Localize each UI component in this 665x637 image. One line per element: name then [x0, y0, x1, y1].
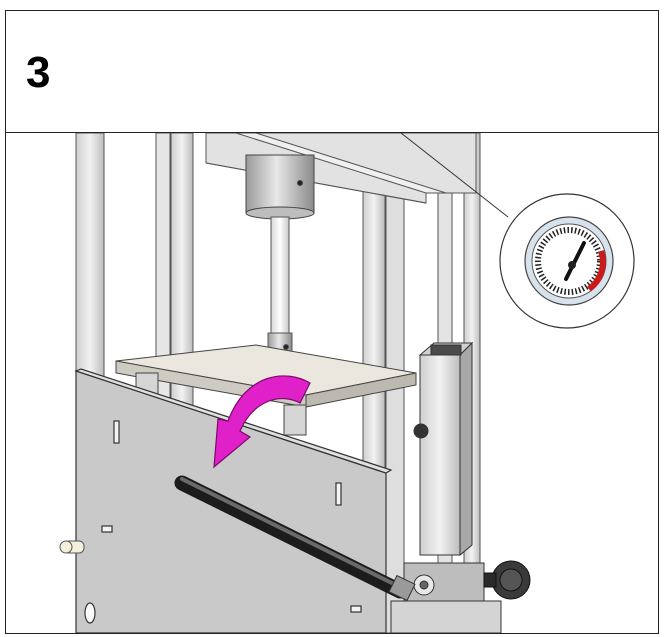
rotation-arrow-icon: [213, 375, 311, 469]
pump-handle: [174, 475, 416, 602]
pressure-gauge-icon: [524, 216, 614, 306]
step-number: 3: [26, 48, 51, 97]
press-illustration: [6, 133, 658, 633]
step-header: 3: [6, 11, 658, 133]
pump-unit: [390, 341, 502, 633]
piston-rod: [267, 216, 293, 362]
hydraulic-cylinder: [245, 154, 315, 220]
pressure-gauge-callout: [499, 193, 635, 329]
instruction-panel: 3: [5, 10, 659, 634]
press-drawing: [59, 133, 635, 633]
release-knob: [483, 560, 531, 600]
